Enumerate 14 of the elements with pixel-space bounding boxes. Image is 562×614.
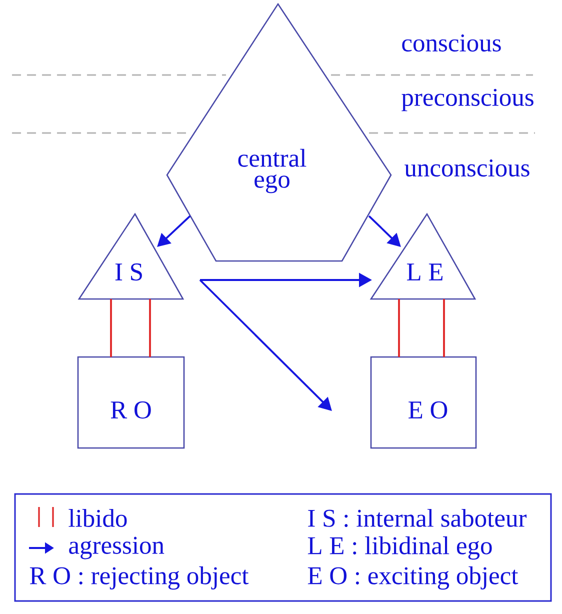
connector-line <box>110 299 112 357</box>
legend-entry: E O : exciting object <box>308 566 518 590</box>
connector-line <box>443 299 445 357</box>
legend-entry: I S : internal saboteur <box>308 508 527 528</box>
connector-line <box>149 299 151 357</box>
connector-line <box>398 299 400 357</box>
legend-entry: libido <box>68 509 127 527</box>
square-box: E O <box>370 356 477 449</box>
legend-entry: agression <box>69 536 164 560</box>
square-box: R O <box>77 356 185 449</box>
level-label: unconscious <box>404 159 530 177</box>
legend-entry: L E : libidinal ego <box>308 536 492 560</box>
arrow <box>199 279 332 411</box>
legend-entry: R O : rejecting object <box>30 566 249 590</box>
